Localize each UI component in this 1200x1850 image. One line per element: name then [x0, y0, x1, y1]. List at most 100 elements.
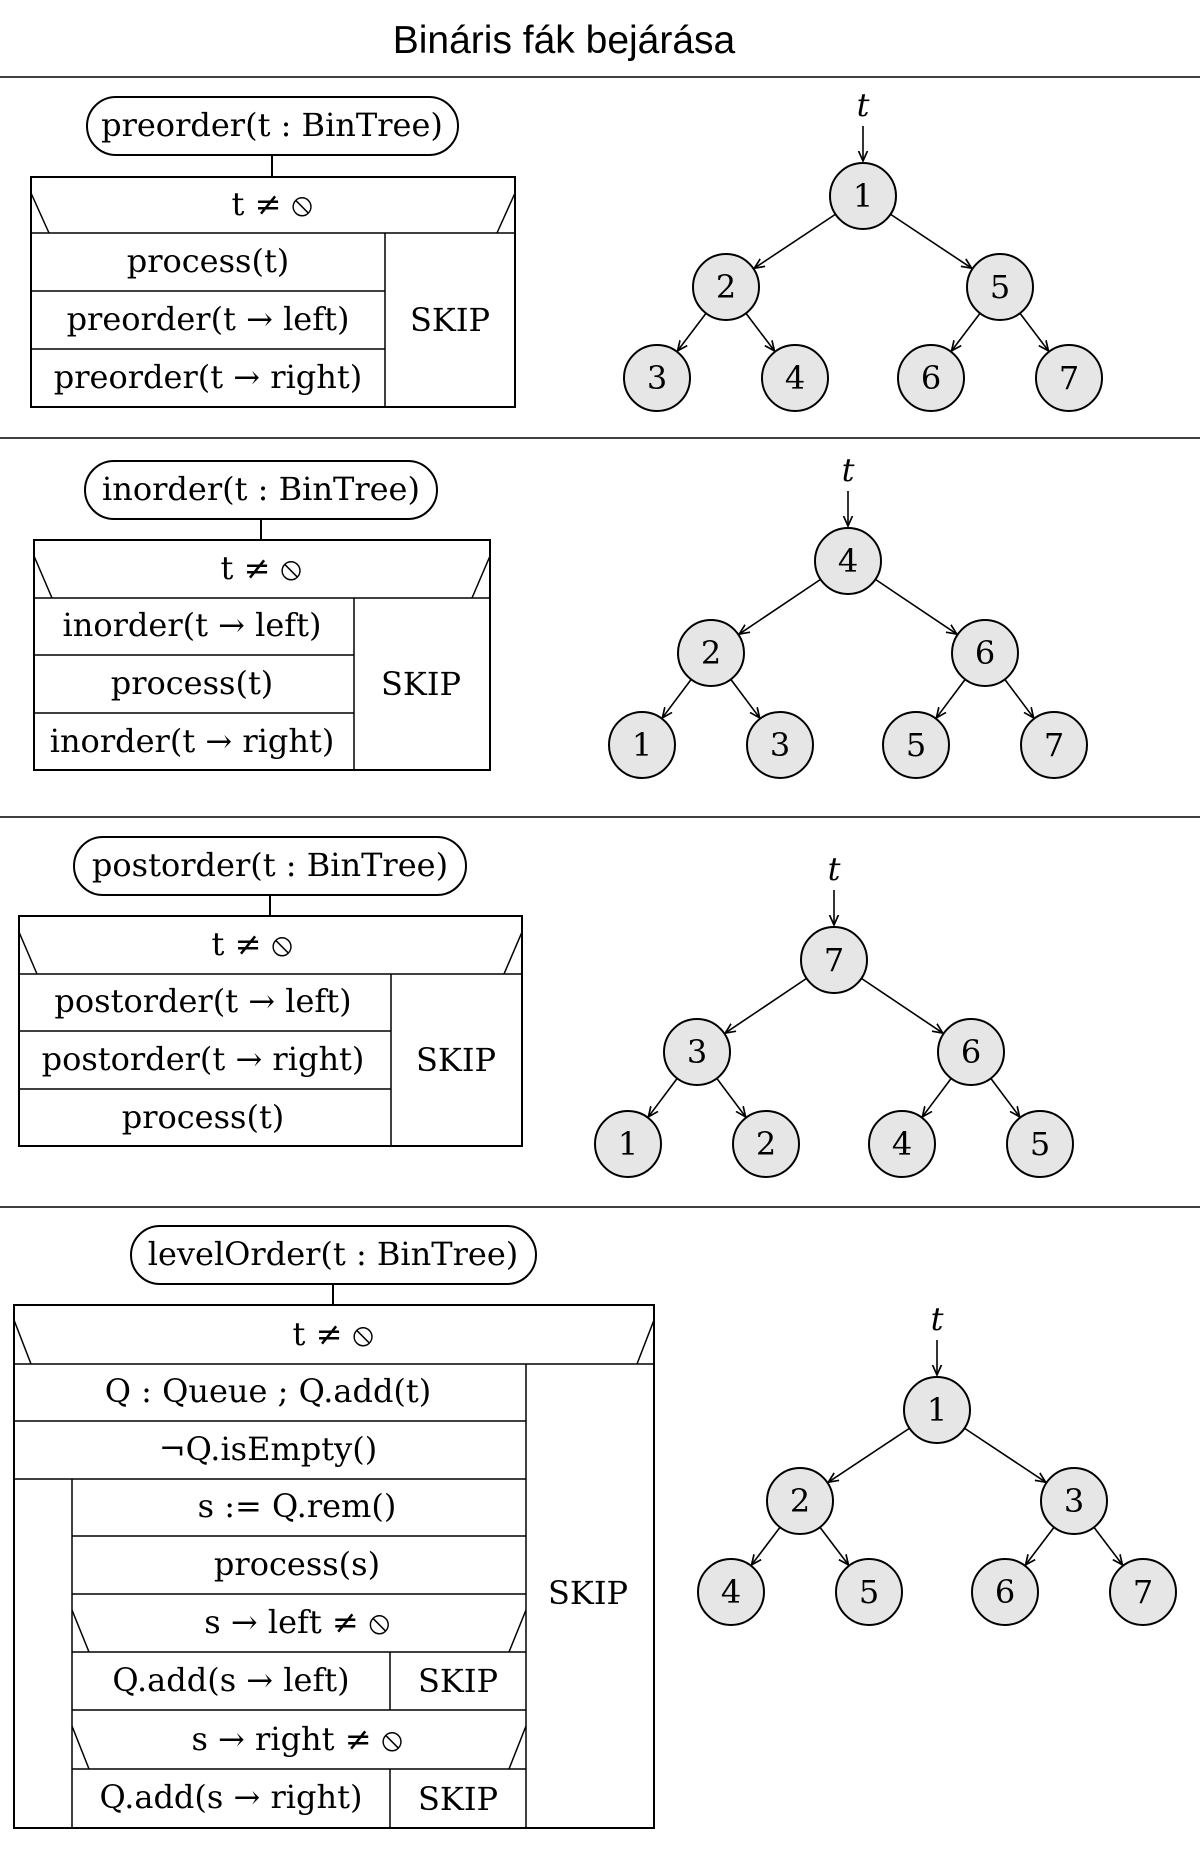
tree-edge — [936, 678, 966, 717]
selection-frame — [13, 1304, 655, 1829]
tree-edge — [752, 1526, 781, 1565]
tree-edge — [730, 678, 760, 717]
tree-node: 2 — [677, 619, 745, 687]
else-skip: SKIP — [418, 1662, 498, 1700]
tree-node-circle — [1020, 711, 1088, 779]
postorder-structogram: postorder(t : BinTree) t ≠ ⦸ postorder(t… — [18, 836, 523, 1147]
tree-node-circle — [800, 926, 868, 994]
tree-edge — [990, 1077, 1020, 1116]
tree-node-circle — [835, 1558, 903, 1626]
condition-wedge-right — [471, 555, 491, 599]
tree-node-circle — [1006, 1110, 1074, 1178]
tree-node-label: 4 — [892, 1125, 912, 1163]
tree-node-label: 7 — [1059, 359, 1079, 397]
tree-node-label: 2 — [701, 634, 721, 672]
tree-node: 7 — [800, 926, 868, 994]
tree-edge — [754, 213, 836, 268]
condition-label: t ≠ ⦸ — [232, 185, 313, 223]
statement: process(t) — [111, 664, 274, 702]
tree-node-label: 1 — [853, 177, 873, 215]
tree-node-label: 7 — [824, 941, 844, 979]
tree-edge — [739, 578, 822, 634]
tree-node-label: 3 — [1064, 1482, 1084, 1520]
statement: postorder(t → right) — [42, 1040, 365, 1078]
tree-node-label: 1 — [632, 726, 652, 764]
inorder-structogram: inorder(t : BinTree) t ≠ ⦸ inorder(t → l… — [33, 460, 491, 771]
tree-edge — [819, 1526, 849, 1565]
tree-node-label: 1 — [618, 1125, 638, 1163]
tree-node-label: 3 — [647, 359, 667, 397]
tree-node-label: 6 — [975, 634, 995, 672]
statement: inorder(t → left) — [63, 606, 322, 644]
tree-node-label: 3 — [770, 726, 790, 764]
tree-node-circle — [608, 711, 676, 779]
tree-node-label: 3 — [687, 1033, 707, 1071]
tree-edge — [874, 578, 956, 634]
statement: preorder(t → right) — [54, 358, 362, 396]
statement: preorder(t → left) — [67, 300, 350, 338]
init-statement: Q : Queue ; Q.add(t) — [105, 1372, 432, 1410]
tree-node-label: 1 — [927, 1391, 947, 1429]
preorder-structogram: preorder(t : BinTree) t ≠ ⦸ process(t) p… — [30, 96, 516, 408]
tree-node-circle — [732, 1110, 800, 1178]
tree-node-label: 7 — [1133, 1573, 1153, 1611]
if-condition: s → right ≠ ⦸ — [191, 1720, 402, 1758]
tree-node-circle — [594, 1110, 662, 1178]
tree-node-label: 5 — [859, 1573, 879, 1611]
condition-wedge-right — [508, 1725, 527, 1770]
tree-node: 7 — [1035, 344, 1103, 412]
tree-edge — [1019, 312, 1049, 351]
tree-node-label: 5 — [906, 726, 926, 764]
else-skip: SKIP — [416, 1041, 496, 1079]
tree-pointer-label: t — [931, 1300, 944, 1338]
tree-edge — [828, 1427, 910, 1482]
tree-node-label: 4 — [721, 1573, 741, 1611]
tree-node-label: 6 — [921, 359, 941, 397]
tree-node: 3 — [663, 1018, 731, 1086]
tree-node: 1 — [608, 711, 676, 779]
tree-pointer-label: t — [828, 850, 841, 888]
tree-node-circle — [746, 711, 814, 779]
tree-node: 6 — [971, 1558, 1039, 1626]
condition-wedge-left — [30, 192, 50, 234]
procedure-signature: preorder(t : BinTree) — [101, 106, 443, 144]
then-statement: Q.add(s → left) — [112, 1661, 349, 1699]
tree-edge — [860, 977, 942, 1033]
levelorder-structogram: levelOrder(t : BinTree) t ≠ ⦸ SKIP Q : Q… — [13, 1225, 655, 1829]
tree-node-label: 4 — [838, 542, 858, 580]
tree-node-circle — [937, 1018, 1005, 1086]
tree-node-circle — [766, 1467, 834, 1535]
statement: process(t) — [127, 242, 290, 280]
tree-edge — [662, 678, 692, 717]
tree-node: 1 — [903, 1376, 971, 1444]
condition-wedge-right — [496, 192, 516, 234]
tree-edge — [922, 1077, 952, 1116]
tree-node-label: 6 — [961, 1033, 981, 1071]
tree-edge — [725, 977, 808, 1033]
tree-node: 6 — [951, 619, 1019, 687]
tree-node: 3 — [1040, 1467, 1108, 1535]
tree-node-label: 4 — [785, 359, 805, 397]
tree-node-label: 2 — [716, 268, 736, 306]
tree-node: 2 — [732, 1110, 800, 1178]
condition-wedge-left — [13, 1319, 32, 1365]
tree-node-circle — [897, 344, 965, 412]
tree-node-circle — [1040, 1467, 1108, 1535]
then-statement: Q.add(s → right) — [100, 1778, 363, 1816]
else-skip: SKIP — [410, 301, 490, 339]
tree-node: 5 — [1006, 1110, 1074, 1178]
tree-node: 5 — [835, 1558, 903, 1626]
tree-node-circle — [868, 1110, 936, 1178]
tree-node-circle — [692, 253, 760, 321]
tree-edge — [952, 312, 981, 351]
condition-wedge-left — [71, 1725, 90, 1770]
statement: process(s) — [214, 1545, 380, 1583]
condition-wedge-left — [18, 931, 38, 975]
procedure-signature: postorder(t : BinTree) — [92, 846, 448, 884]
tree-edge — [716, 1077, 746, 1116]
tree-node-circle — [677, 619, 745, 687]
condition-wedge-right — [508, 1609, 527, 1653]
tree-pointer-label: t — [857, 86, 870, 124]
tree-node-label: 5 — [1030, 1125, 1050, 1163]
